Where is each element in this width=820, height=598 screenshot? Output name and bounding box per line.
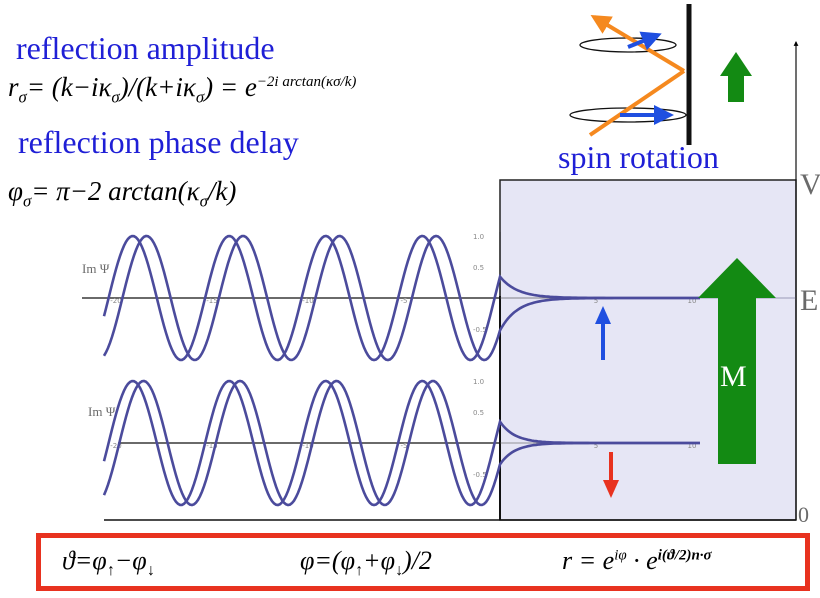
magnetization-label: M xyxy=(720,360,747,393)
y-tick-label: 1.0 xyxy=(473,233,484,241)
x-tick-label: -20 xyxy=(110,442,121,450)
level-zero-label: 0 xyxy=(798,502,809,527)
magnetization-arrow xyxy=(698,258,776,464)
spin-rotation-inset xyxy=(569,4,752,145)
x-tick-label: 5 xyxy=(594,297,598,305)
x-tick-label: 5 xyxy=(594,442,598,450)
y-tick-label: -0.5 xyxy=(473,471,487,479)
x-tick-label: -15 xyxy=(206,297,217,305)
total-reflection-equation: r = eiφ · ei(ϑ/2)n·σ xyxy=(562,546,712,575)
level-v-label: V xyxy=(800,168,820,201)
im-psi-bottom-label: Im Ψ xyxy=(88,404,116,419)
x-tick-label: 10 xyxy=(688,297,697,305)
level-e-label: E xyxy=(800,284,819,317)
outgoing-spin-vector xyxy=(627,31,662,51)
x-tick-label: -10 xyxy=(302,297,313,305)
y-tick-label: 0.5 xyxy=(473,409,484,417)
spin-up-arrow xyxy=(595,306,611,360)
incoming-ray xyxy=(588,69,686,137)
top-plot-waves xyxy=(102,234,700,362)
x-tick-label: -20 xyxy=(110,297,121,305)
spin-rotation-formulas-box xyxy=(36,533,810,591)
spin-down-arrow xyxy=(603,452,619,498)
phi-average-equation: φ=(φ↑+φ↓)/2 xyxy=(300,546,432,580)
reflection-amplitude-label: reflection amplitude xyxy=(16,30,275,66)
phi-sigma-equation: φσ= π−2 arctan(κσ/k) xyxy=(8,176,237,211)
x-tick-label: 10 xyxy=(688,442,697,450)
spin-rotation-label: spin rotation xyxy=(558,139,719,175)
r-sigma-equation: rσ= (k−iκσ)/(k+iκσ) = e−2i arctan(κσ/k) xyxy=(8,72,357,107)
wave-trace xyxy=(102,234,700,362)
top-plot-ticks: -20 -15 -10 -5 5 10 1.0 0.5 -0.5 xyxy=(110,233,696,334)
y-tick-label: 0.5 xyxy=(473,264,484,272)
x-tick-label: -10 xyxy=(302,442,313,450)
reflection-phase-delay-label: reflection phase delay xyxy=(18,124,299,160)
y-tick-label: -0.5 xyxy=(473,326,487,334)
bottom-plot-ticks: -20 -15 -10 -5 5 10 1.0 0.5 -0.5 xyxy=(110,378,696,479)
theta-equation: ϑ=φ↑−φ↓ xyxy=(62,546,155,580)
field-up-arrow xyxy=(720,52,752,102)
bottom-plot-waves xyxy=(102,379,700,507)
x-tick-label: -5 xyxy=(401,442,408,450)
im-psi-top-label: Im Ψ xyxy=(82,261,110,276)
x-tick-label: -5 xyxy=(401,297,408,305)
x-tick-label: -15 xyxy=(206,442,217,450)
y-tick-label: 1.0 xyxy=(473,378,484,386)
wave-trace xyxy=(102,379,700,507)
